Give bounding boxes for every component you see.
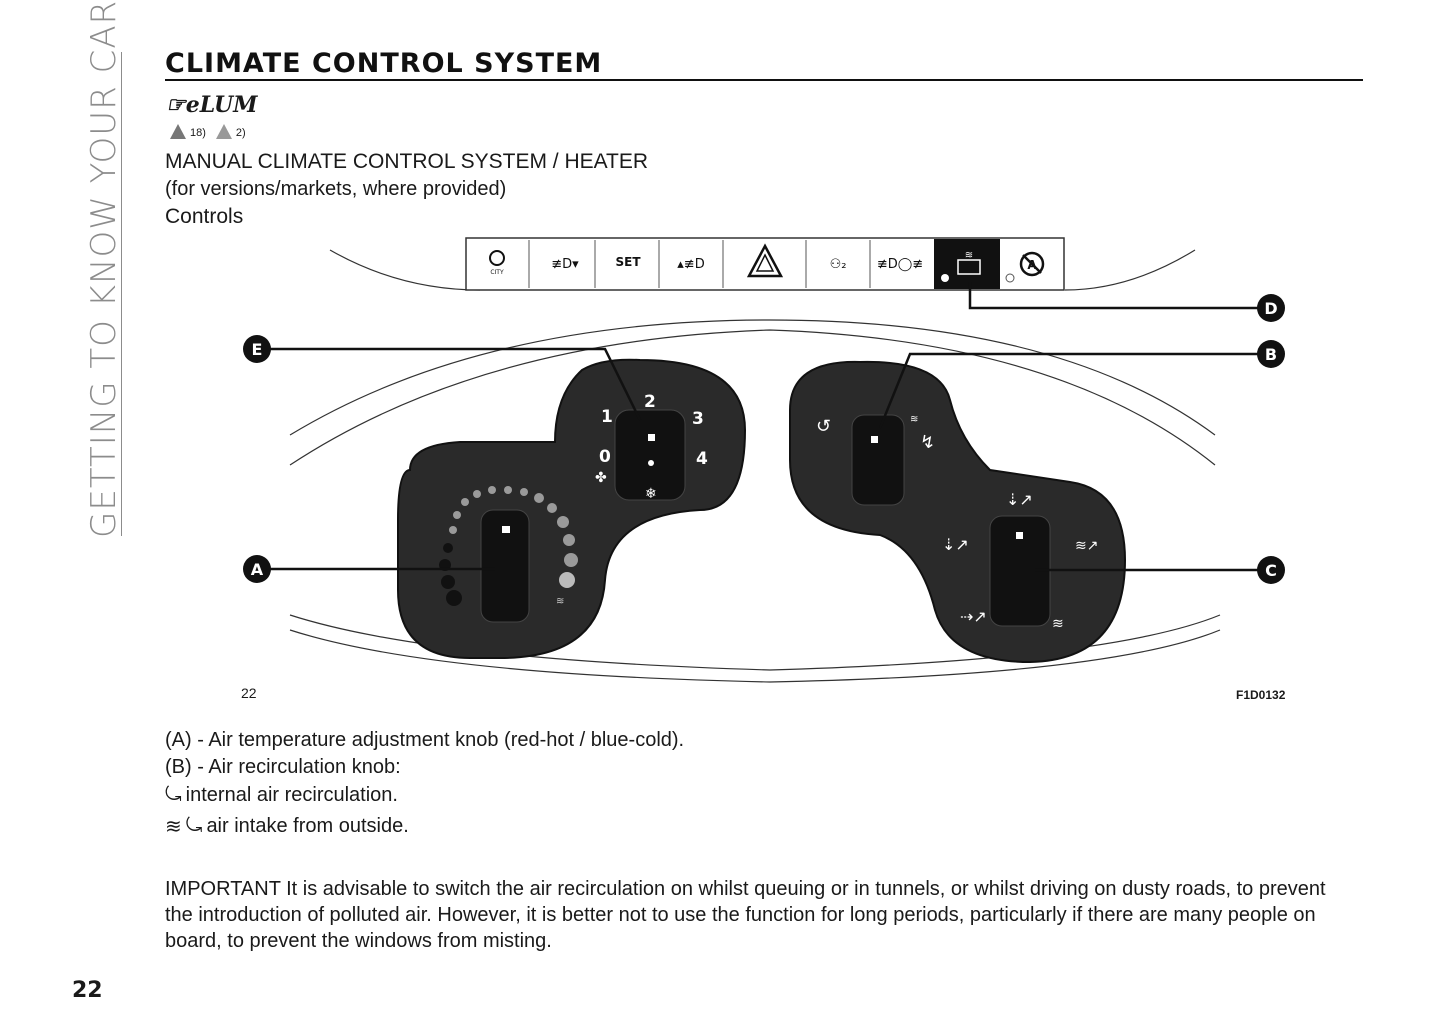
rear-fog-icon: ▴≢D [677, 257, 704, 272]
side-divider [121, 52, 122, 536]
description-outside-text: air intake from outside. [206, 814, 409, 837]
windscreen-icon: ≋ [165, 816, 182, 838]
temperature-knob[interactable] [480, 509, 530, 623]
recirculation-car-icon: ⤿ [165, 784, 182, 807]
description-outside: ≋⤿air intake from outside. [165, 814, 409, 839]
recirculation-knob[interactable] [851, 414, 905, 506]
outside-air-car-icon: ⤿ [185, 815, 203, 837]
hazard-icon [746, 243, 784, 278]
temperature-scale [439, 486, 578, 606]
feet-vent-icon: ⇣↗ [1006, 492, 1033, 509]
callout-e: E [252, 340, 263, 359]
title-divider [165, 79, 1363, 81]
elum-label: eLUM [185, 92, 258, 118]
svg-text:≋: ≋ [965, 250, 973, 261]
important-note: IMPORTANT It is advisable to switch the … [165, 878, 1326, 952]
section-subheading: (for versions/markets, where provided) [165, 178, 507, 200]
elum-badge: ☞eLUM [166, 92, 258, 118]
description-b: (B) - Air recirculation knob: [165, 756, 401, 778]
description-a: (A) - Air temperature adjustment knob (r… [165, 729, 685, 751]
controls-heading: Controls [165, 205, 244, 228]
warning-ref-2: 2) [235, 127, 246, 139]
warning-references: 18) 2) [170, 124, 246, 139]
description-internal-text: internal air recirculation. [185, 784, 398, 806]
snowflake-icon: ❄ [645, 485, 657, 501]
climate-controls-figure: CITY ≢D▾ SET ▴≢D ⚇₂ ≢D◯≢ ≋ A ≋ 0 1 2 3 [243, 237, 1285, 683]
fan-speed-1: 1 [601, 407, 613, 427]
headlight-leveling-icon: ≢D▾ [551, 257, 579, 272]
section-side-title: GETTING TO KNOW YOUR CAR [84, 0, 124, 538]
face-vent-icon: ⇢↗ [960, 609, 987, 626]
page-number: 22 [72, 978, 103, 1003]
windscreen-demist-icon: ≋ [1052, 615, 1064, 631]
fan-speed-3: 3 [692, 409, 704, 429]
callout-b: B [1265, 345, 1277, 364]
left-control-housing [397, 358, 747, 659]
city-label: CITY [490, 269, 504, 276]
callout-c: C [1265, 561, 1277, 580]
steering-wheel-icon [489, 250, 505, 266]
outside-air-icon: ↯ [920, 432, 935, 452]
set-label: SET [615, 255, 641, 269]
airbag-off-icon: ⚇₂ [830, 257, 847, 272]
fan-speed-4: 4 [696, 449, 708, 469]
callout-d: D [1264, 299, 1277, 318]
warning-icon [170, 124, 186, 139]
recirculation-icon: ↺ [816, 416, 831, 436]
front-fog-icon: ≢D◯≢ [877, 257, 923, 272]
section-heading: MANUAL CLIMATE CONTROL SYSTEM / HEATER [165, 150, 649, 173]
feet-demist-icon: ≋↗ [1075, 537, 1098, 553]
fan-speed-2: 2 [644, 392, 656, 412]
face-feet-vent-icon: ⇣↗ [942, 537, 969, 554]
windscreen-icon: ≋ [556, 596, 564, 607]
right-control-housing [789, 360, 1127, 664]
page-title: CLIMATE CONTROL SYSTEM [165, 48, 603, 79]
environment-icon [215, 124, 232, 139]
fan-speed-0: 0 [599, 447, 611, 467]
hand-pointer-icon: ☞ [166, 92, 186, 118]
warning-ref-1: 18) [190, 127, 206, 139]
figure-page-ref: 22 [241, 685, 257, 701]
fan-icon: ✤ [595, 469, 607, 485]
start-stop-icon [1019, 251, 1045, 277]
description-internal: ⤿internal air recirculation. [165, 784, 398, 807]
rear-defrost-icon [957, 259, 981, 275]
figure-code: F1D0132 [1236, 688, 1286, 702]
callout-a: A [251, 560, 264, 579]
fan-speed-knob[interactable] [614, 409, 686, 501]
windscreen-icon: ≋ [910, 414, 918, 425]
